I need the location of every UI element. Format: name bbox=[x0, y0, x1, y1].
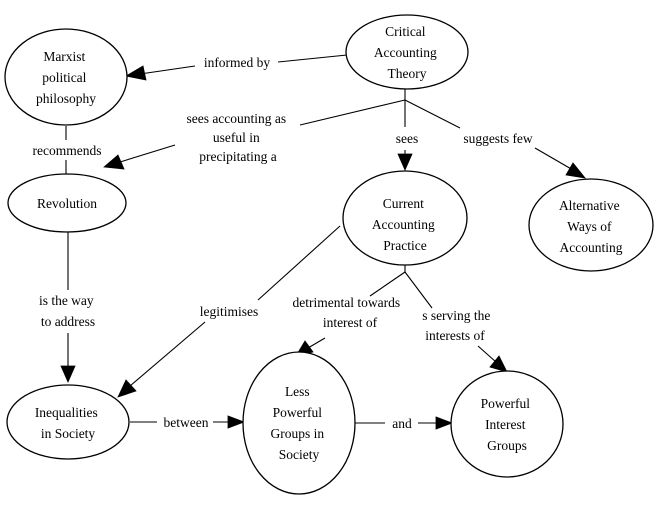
concept-marxist-political-philosophy: Marxist political philosophy bbox=[4, 28, 128, 126]
link-label-suggests-few: suggests few bbox=[463, 131, 533, 146]
arrowhead bbox=[117, 379, 137, 398]
link-label-serving-the-interests: s serving the interests of bbox=[422, 308, 494, 343]
edge-detrimental-towards bbox=[295, 271, 406, 357]
concept-inequalities-in-society: Inequalities in Society bbox=[6, 384, 130, 460]
concept-current-accounting-practice: Current Accounting Practice bbox=[342, 170, 468, 266]
link-label-detrimental-towards: detrimental towards interest of bbox=[293, 295, 404, 330]
link-label-legitimises: legitimises bbox=[200, 304, 259, 319]
concept-critical-accounting-theory: Critical Accounting Theory bbox=[345, 14, 469, 90]
link-label-informed-by: informed by bbox=[204, 55, 271, 70]
concept-powerful-interest-groups: Powerful Interest Groups bbox=[450, 370, 564, 478]
concept-label: Critical Accounting Theory bbox=[374, 24, 440, 81]
link-label-recommends: recommends bbox=[33, 143, 102, 158]
arrowhead bbox=[565, 162, 586, 179]
edge-serving-the-interests bbox=[404, 271, 508, 373]
edge-sees-accounting-as-useful bbox=[103, 99, 406, 170]
arrowhead bbox=[227, 415, 246, 429]
concept-revolution: Revolution bbox=[7, 173, 127, 233]
arrowhead bbox=[124, 65, 147, 81]
arrowhead bbox=[435, 416, 454, 430]
link-label-sees-accounting-as-useful: sees accounting as useful in precipitati… bbox=[186, 111, 289, 164]
edge-legitimises bbox=[117, 225, 341, 398]
concept-label: Revolution bbox=[37, 196, 97, 211]
concept-less-powerful-groups: Less Powerful Groups in Society bbox=[242, 351, 356, 495]
edge-sees bbox=[397, 100, 413, 171]
concept-label: Less Powerful Groups in Society bbox=[271, 384, 328, 462]
concept-label: Marxist political philosophy bbox=[36, 49, 96, 106]
edge-and bbox=[354, 416, 454, 430]
arrowhead bbox=[103, 154, 125, 170]
arrowhead bbox=[397, 153, 413, 171]
concept-label: Powerful Interest Groups bbox=[481, 396, 534, 453]
concept-alternative-ways-of-accounting: Alternative Ways of Accounting bbox=[528, 178, 654, 272]
edge-between bbox=[130, 415, 246, 429]
edge-suggests-few bbox=[404, 99, 586, 179]
edge-informed-by bbox=[124, 54, 348, 81]
link-label-is-the-way-to-address: is the way to address bbox=[39, 293, 97, 329]
arrowhead bbox=[60, 365, 76, 383]
link-label-between: between bbox=[164, 415, 209, 430]
arrowhead bbox=[489, 355, 508, 373]
concept-label: Current Accounting Practice bbox=[372, 196, 438, 253]
link-label-sees: sees bbox=[396, 131, 419, 146]
concept-label: Inequalities in Society bbox=[35, 405, 101, 441]
concept-label: Alternative Ways of Accounting bbox=[559, 198, 623, 255]
edge-is-the-way bbox=[60, 232, 76, 383]
link-label-and: and bbox=[392, 416, 412, 431]
